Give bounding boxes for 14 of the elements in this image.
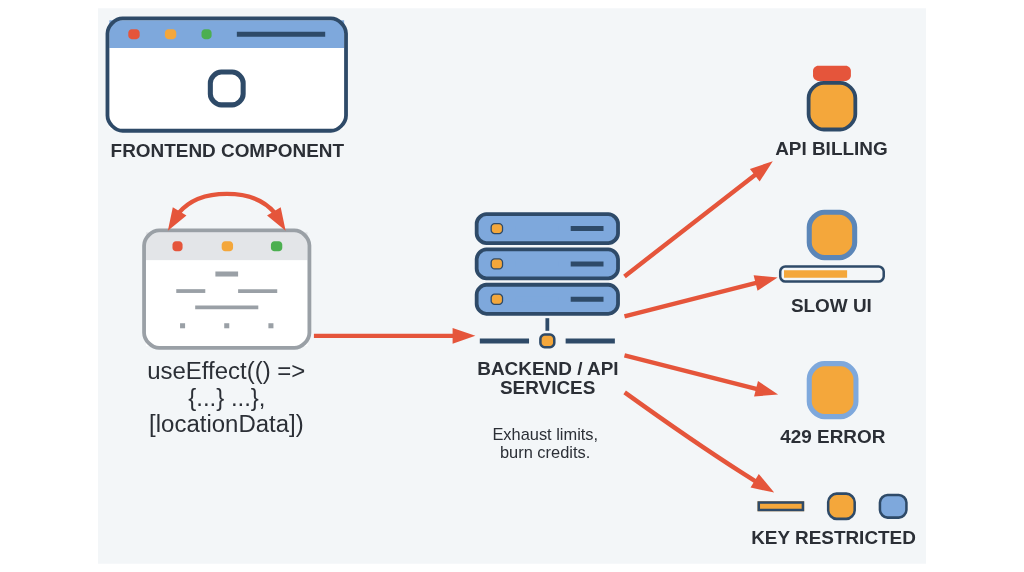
node-label: useEffect(() => {...} ...}, [locationData]) — [147, 357, 306, 438]
arrow — [623, 161, 773, 279]
node-label: API BILLING — [775, 138, 888, 160]
arrow — [313, 327, 476, 344]
arrow — [623, 353, 779, 397]
node-label: BACKEND / API SERVICES — [477, 357, 619, 398]
node-label: KEY RESTRICTED — [751, 527, 916, 549]
arrow — [623, 390, 775, 493]
arrow — [167, 191, 286, 231]
arrow — [623, 275, 778, 319]
node-label: SLOW UI — [790, 294, 872, 316]
node-label: 429 ERROR — [780, 426, 886, 448]
node-label: FRONTEND COMPONENT — [110, 139, 344, 161]
node-label: Exhaust limits, burn credits. — [492, 424, 599, 461]
